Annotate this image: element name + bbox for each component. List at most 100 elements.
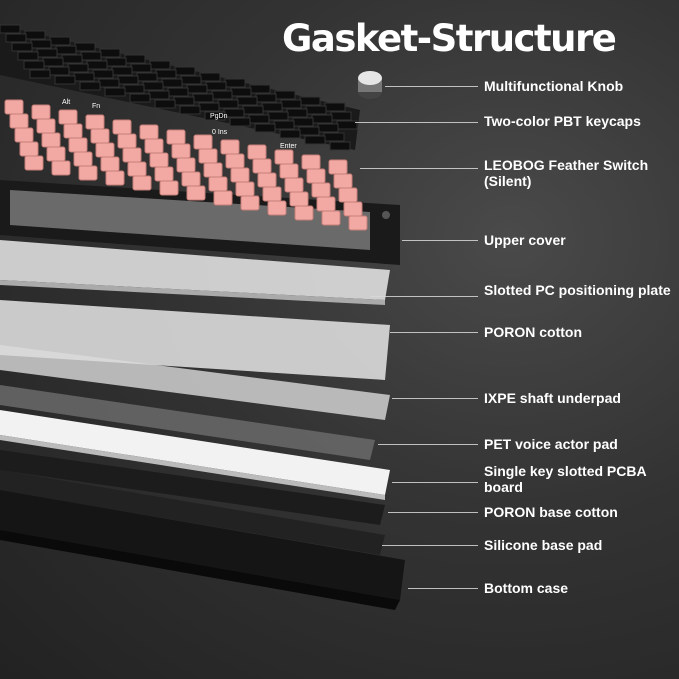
switch bbox=[51, 160, 71, 176]
keycap bbox=[173, 96, 195, 106]
switch bbox=[321, 210, 341, 226]
leader-line bbox=[378, 444, 478, 445]
poron-cotton bbox=[0, 300, 390, 380]
leader-line bbox=[392, 398, 478, 399]
switch bbox=[78, 165, 98, 181]
keycap bbox=[142, 81, 164, 91]
switch bbox=[112, 119, 132, 135]
keycap bbox=[155, 69, 177, 79]
leader-line bbox=[385, 86, 478, 87]
switch bbox=[230, 167, 250, 183]
keycap bbox=[224, 78, 246, 88]
switch bbox=[85, 114, 105, 130]
keycap bbox=[124, 54, 146, 64]
keycap bbox=[42, 57, 64, 67]
keycap bbox=[249, 84, 271, 94]
keycap bbox=[304, 135, 326, 145]
keycap bbox=[255, 93, 277, 103]
keycap bbox=[123, 84, 145, 94]
bottom-case bbox=[0, 490, 405, 610]
keycap bbox=[311, 114, 333, 124]
switch bbox=[166, 129, 186, 145]
leader-line bbox=[370, 296, 478, 297]
switch bbox=[294, 205, 314, 221]
switch bbox=[149, 152, 169, 168]
switch bbox=[186, 185, 206, 201]
keycap bbox=[61, 54, 83, 64]
pc-positioning-plate bbox=[0, 240, 390, 305]
keycap bbox=[73, 72, 95, 82]
keycap bbox=[0, 24, 21, 34]
keycap bbox=[105, 57, 127, 67]
keycap bbox=[323, 132, 345, 142]
switch bbox=[132, 175, 152, 191]
switch bbox=[193, 134, 213, 150]
keycap bbox=[54, 75, 76, 85]
keycap bbox=[29, 69, 51, 79]
switch bbox=[95, 142, 115, 158]
keycap bbox=[261, 102, 283, 112]
keycap bbox=[329, 141, 351, 151]
keycap bbox=[23, 60, 45, 70]
leader-line bbox=[408, 588, 478, 589]
keycap bbox=[179, 105, 201, 115]
switch bbox=[274, 149, 294, 165]
switch bbox=[181, 171, 201, 187]
switch bbox=[267, 200, 287, 216]
keycap bbox=[330, 111, 352, 121]
switch bbox=[176, 157, 196, 173]
switch bbox=[4, 99, 24, 115]
keycap bbox=[279, 129, 301, 139]
keycap bbox=[49, 36, 71, 46]
keycap bbox=[111, 66, 133, 76]
switch bbox=[90, 128, 110, 144]
switch bbox=[117, 133, 137, 149]
keycap bbox=[229, 117, 251, 127]
layer-label: IXPE shaft underpad bbox=[484, 390, 621, 406]
switch bbox=[240, 195, 260, 211]
layer-label: LEOBOG Feather Switch (Silent) bbox=[484, 157, 649, 189]
keycap bbox=[130, 63, 152, 73]
page-title: Gasket-Structure bbox=[282, 17, 617, 60]
layer-label: PORON base cotton bbox=[484, 504, 618, 520]
keycap bbox=[274, 90, 296, 100]
keycap bbox=[299, 96, 321, 106]
switch bbox=[235, 181, 255, 197]
keycap-legend: Enter bbox=[280, 143, 297, 150]
keycap bbox=[174, 66, 196, 76]
keycap bbox=[30, 39, 52, 49]
switch bbox=[328, 159, 348, 175]
switch bbox=[247, 144, 267, 160]
layer-label: Multifunctional Knob bbox=[484, 78, 624, 94]
keycap-legend: Fn bbox=[92, 103, 100, 110]
keycap bbox=[204, 111, 226, 121]
ixpe-shaft-underpad bbox=[0, 345, 390, 420]
switch bbox=[284, 177, 304, 193]
keycap bbox=[17, 51, 39, 61]
switch bbox=[139, 124, 159, 140]
switch bbox=[338, 187, 358, 203]
switch bbox=[58, 109, 78, 125]
keycap bbox=[104, 87, 126, 97]
keycap bbox=[79, 81, 101, 91]
switch bbox=[225, 153, 245, 169]
switch bbox=[343, 201, 363, 217]
keycap-legend: 0 Ins bbox=[212, 129, 228, 136]
switch bbox=[9, 113, 29, 129]
switch bbox=[159, 180, 179, 196]
switch bbox=[105, 170, 125, 186]
keycap bbox=[24, 30, 46, 40]
keycap bbox=[217, 99, 239, 109]
keycap bbox=[230, 87, 252, 97]
switch bbox=[46, 146, 66, 162]
switch bbox=[144, 138, 164, 154]
switch bbox=[279, 163, 299, 179]
keycap bbox=[248, 114, 270, 124]
switch bbox=[63, 123, 83, 139]
switch bbox=[24, 155, 44, 171]
keycap bbox=[154, 99, 176, 109]
switch bbox=[154, 166, 174, 182]
switch bbox=[220, 139, 240, 155]
layer-label: Single key slotted PCBA board bbox=[484, 463, 647, 495]
